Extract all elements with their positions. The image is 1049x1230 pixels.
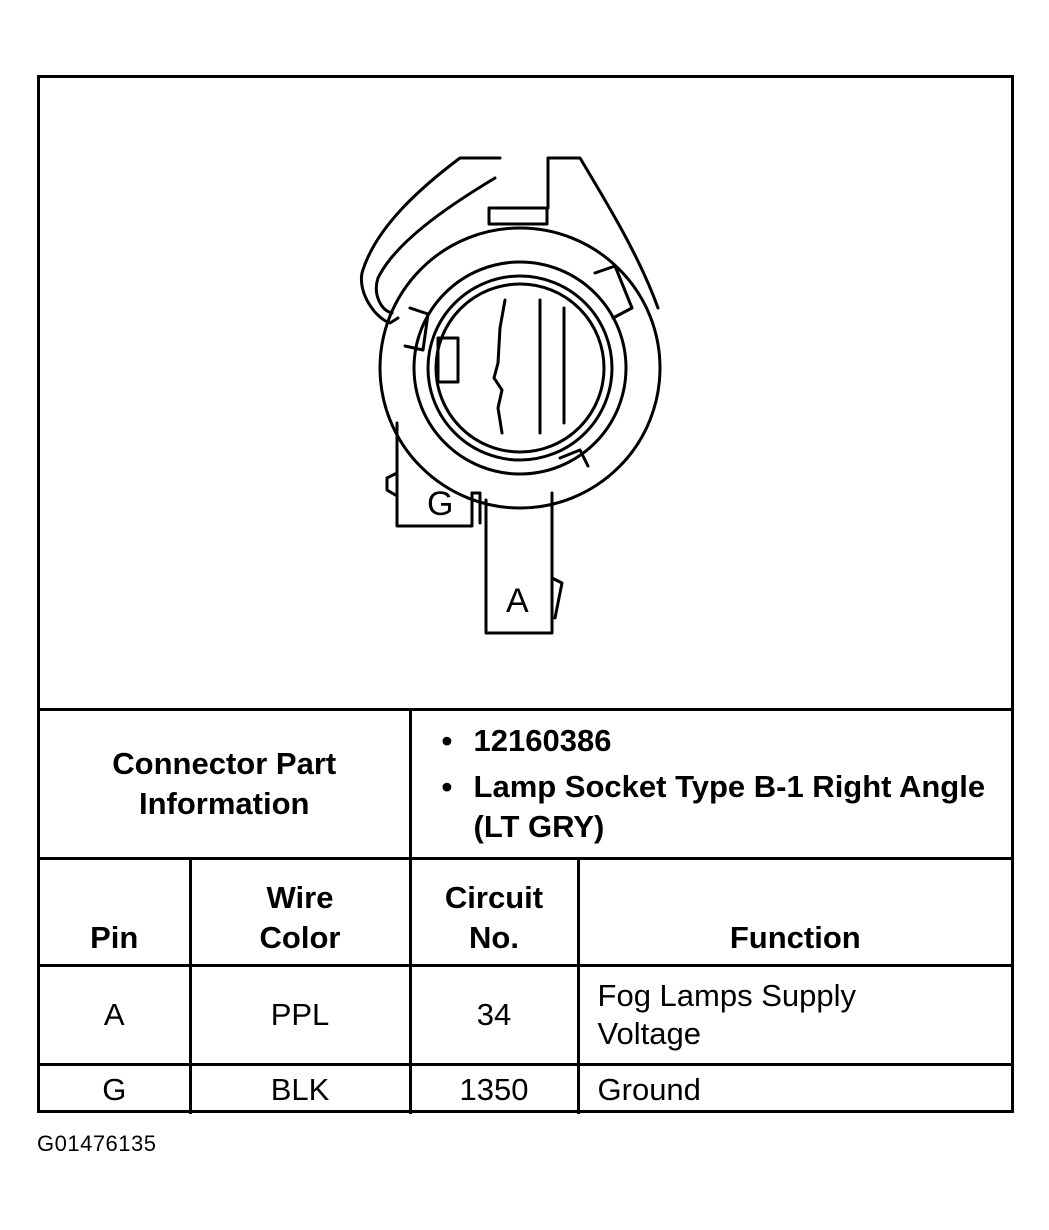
pin-label-g: G (427, 485, 453, 523)
header-wire-color: Wire Color (188, 857, 412, 967)
row-wire-color: PPL (188, 964, 412, 1066)
connector-body (378, 226, 662, 510)
right-clip (593, 264, 634, 320)
table-row: A PPL 34 Fog Lamps Supply Voltage (40, 964, 1012, 1066)
socket-ring-inner (434, 282, 606, 454)
left-notch (403, 306, 430, 352)
table-row: G BLK 1350 Ground (40, 1063, 1012, 1114)
row-function: Ground (576, 1063, 1012, 1114)
terminal-a (484, 491, 554, 635)
header-circuit-no: Circuit No. (408, 857, 580, 967)
table-header-row: Pin Wire Color Circuit No. Function (40, 857, 1012, 967)
row-pin: G (40, 1063, 192, 1114)
row-pin: A (40, 964, 192, 1066)
connector-figure-frame: G A Connector Part Information 12160386 … (37, 75, 1014, 1114)
connector-info-table: Connector Part Information 12160386 Lamp… (40, 708, 1012, 1114)
top-latch (487, 206, 549, 226)
part-info-row: Connector Part Information 12160386 Lamp… (40, 708, 1012, 860)
bottom-clip (558, 448, 590, 468)
part-description: Lamp Socket Type B-1 Right Angle (LT GRY… (442, 767, 1012, 847)
housing-right-tab (546, 156, 660, 310)
contact-left (492, 298, 507, 435)
row-wire-color: BLK (188, 1063, 412, 1114)
part-info-label-cell: Connector Part Information (40, 708, 412, 860)
row-function: Fog Lamps Supply Voltage (576, 964, 1012, 1066)
part-info-label: Connector Part Information (112, 746, 337, 821)
left-clip (436, 336, 460, 384)
connector-drawing: G A (359, 156, 662, 635)
row-circuit: 34 (408, 964, 580, 1066)
socket-ring-outer (412, 260, 628, 476)
row-circuit: 1350 (408, 1063, 580, 1114)
connector-end-view: G A (40, 78, 1011, 708)
housing-inner-hook (374, 176, 497, 315)
header-function: Function (576, 857, 1012, 967)
figure-id: G01476135 (37, 1131, 157, 1156)
housing-outline (359, 156, 502, 325)
part-info-value-cell: 12160386 Lamp Socket Type B-1 Right Angl… (408, 708, 1012, 860)
pin-label-a: A (506, 582, 529, 620)
part-number: 12160386 (442, 721, 1012, 761)
header-pin: Pin (40, 857, 192, 967)
socket-ring-middle (426, 274, 614, 462)
part-info-list: 12160386 Lamp Socket Type B-1 Right Angl… (412, 721, 1012, 847)
